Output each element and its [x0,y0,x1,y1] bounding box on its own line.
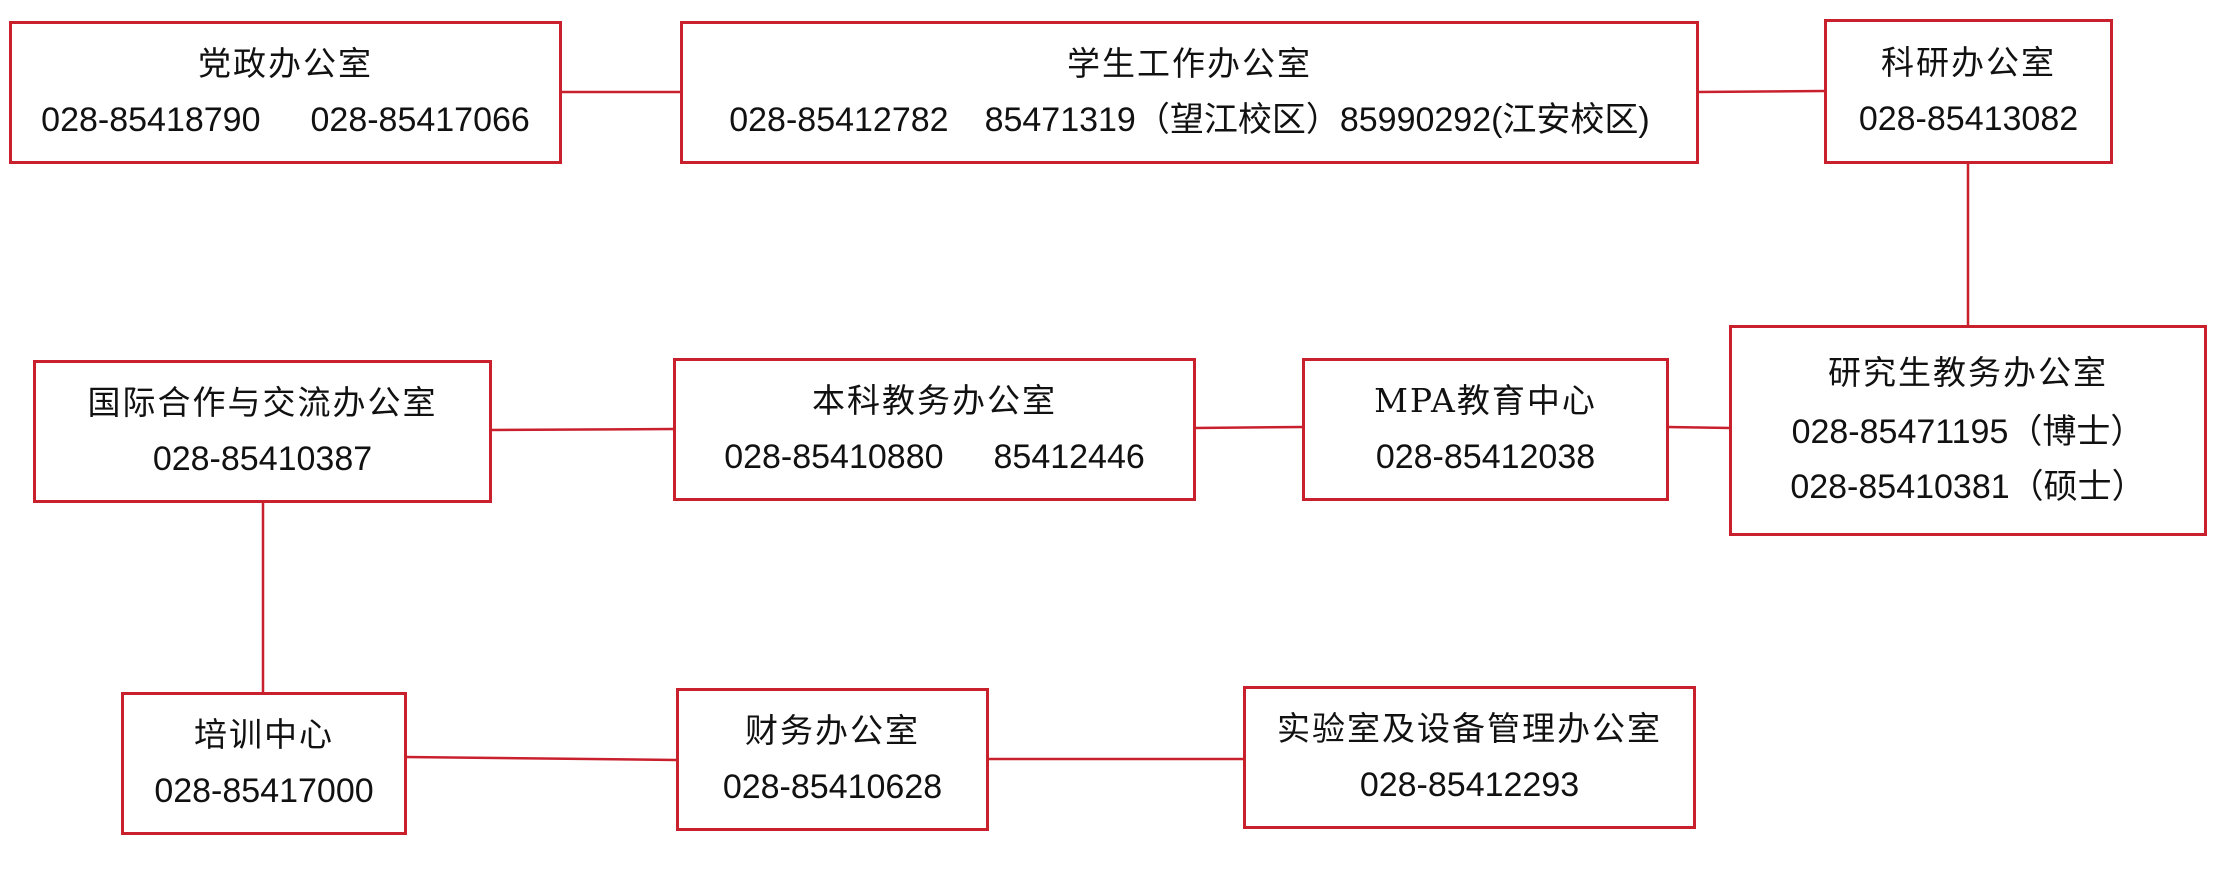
office-phone: 028-85412782 [729,100,949,139]
office-phone: 85412446 [993,437,1145,476]
office-phones-graduate: 028-85471195（博士） 028-85410381（硕士） [1790,413,2145,507]
office-phones-party: 028-85418790 028-85417066 [41,101,530,140]
office-name-undergrad: 本科教务办公室 [812,381,1057,421]
office-name-student: 学生工作办公室 [1067,44,1312,84]
office-name-lab: 实验室及设备管理办公室 [1277,709,1662,749]
office-phone: 85471319（望江校区）85990292(江安校区) [984,100,1650,139]
office-box-training: 培训中心 028-85417000 [121,692,407,835]
office-phones-student: 028-85412782 85471319（望江校区）85990292(江安校区… [729,101,1650,140]
office-name-party: 党政办公室 [198,44,373,84]
connector-mpa-graduate [1666,425,1732,430]
office-phones-research: 028-85413082 [1859,100,2078,139]
connector-training-finance [404,755,678,762]
office-name-research: 科研办公室 [1881,42,2056,82]
office-box-student: 学生工作办公室 028-85412782 85471319（望江校区）85990… [680,21,1699,164]
office-box-research: 科研办公室 028-85413082 [1824,19,2113,164]
office-phone: 028-85417066 [310,100,530,139]
connector-international-undergrad [489,427,675,432]
office-box-party: 党政办公室 028-85418790 028-85417066 [9,21,562,164]
office-phone: 028-85471195（博士） [1791,413,2145,452]
office-box-mpa: MPA教育中心 028-85412038 [1302,358,1669,501]
office-phones-finance: 028-85410628 [723,768,942,807]
office-phone: 028-85413082 [1858,99,2079,138]
office-phones-undergrad: 028-85410880 85412446 [724,438,1145,477]
office-phone: 028-85412038 [1375,437,1596,476]
office-box-international: 国际合作与交流办公室 028-85410387 [33,360,492,503]
office-box-undergrad: 本科教务办公室 028-85410880 85412446 [673,358,1196,501]
office-name-international: 国际合作与交流办公室 [87,383,438,423]
office-phone: 028-85418790 [41,100,261,139]
connector-student-research [1696,89,1826,94]
office-phones-international: 028-85410387 [153,440,372,479]
office-phone: 028-85410628 [722,767,943,806]
office-name-mpa: MPA教育中心 [1374,381,1597,421]
office-box-lab: 实验室及设备管理办公室 028-85412293 [1243,686,1696,829]
office-phone: 028-85410387 [152,439,373,478]
connector-undergrad-mpa [1193,425,1304,430]
office-name-training: 培训中心 [194,715,334,755]
office-name-graduate: 研究生教务办公室 [1828,352,2108,392]
office-phone: 028-85417000 [154,771,374,810]
office-phone: 028-85410381（硕士） [1790,468,2146,507]
office-box-graduate: 研究生教务办公室 028-85471195（博士） 028-85410381（硕… [1729,325,2207,536]
office-phones-training: 028-85417000 [154,772,373,811]
office-phone: 028-85410880 [724,437,944,476]
office-phone: 028-85412293 [1359,765,1580,804]
office-name-finance: 财务办公室 [745,711,920,751]
office-phones-lab: 028-85412293 [1360,766,1579,805]
office-box-finance: 财务办公室 028-85410628 [676,688,989,831]
office-phones-mpa: 028-85412038 [1376,438,1595,477]
